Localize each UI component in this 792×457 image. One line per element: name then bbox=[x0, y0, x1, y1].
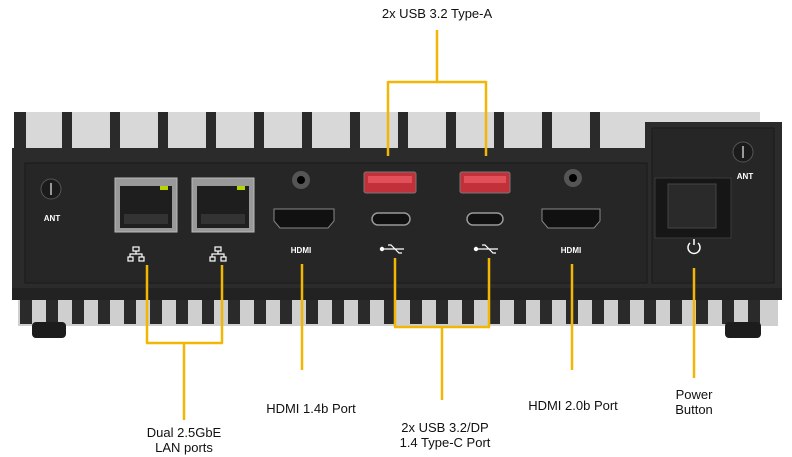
fin bbox=[280, 296, 292, 324]
usb-c-port bbox=[371, 212, 504, 226]
fin bbox=[150, 296, 162, 324]
fin bbox=[618, 296, 630, 324]
audio-jack bbox=[292, 169, 582, 189]
fin bbox=[410, 296, 422, 324]
power-button bbox=[654, 177, 732, 239]
callout-usb-c: 2x USB 3.2/DP 1.4 Type-C Port bbox=[399, 420, 491, 450]
fin bbox=[644, 296, 656, 324]
lan-port-1 bbox=[114, 177, 178, 233]
fin bbox=[592, 296, 604, 324]
ant-left-label: ANT bbox=[44, 214, 61, 223]
foot-right bbox=[725, 322, 761, 338]
fin bbox=[332, 296, 344, 324]
fin bbox=[124, 296, 136, 324]
foot-left bbox=[32, 322, 66, 338]
hdmi-port bbox=[273, 208, 601, 229]
fin bbox=[670, 296, 682, 324]
fin bbox=[228, 296, 240, 324]
fin bbox=[20, 296, 32, 324]
fin bbox=[540, 296, 552, 324]
top-heatsink-fins bbox=[14, 112, 760, 152]
fin bbox=[722, 296, 734, 324]
fin bbox=[306, 296, 318, 324]
network-icon bbox=[127, 246, 227, 262]
callout-lan: Dual 2.5GbE LAN ports bbox=[146, 425, 222, 455]
fin bbox=[202, 296, 214, 324]
fin bbox=[98, 296, 110, 324]
hdmi-right-label: HDMI bbox=[561, 246, 581, 255]
callout-hdmi-20: HDMI 2.0b Port bbox=[528, 398, 618, 413]
usb-a-port bbox=[363, 171, 511, 194]
callout-usb-a: 2x USB 3.2 Type-A bbox=[381, 6, 493, 21]
fin bbox=[254, 296, 266, 324]
fin bbox=[72, 296, 84, 324]
fin bbox=[514, 296, 526, 324]
hdmi-left-label: HDMI bbox=[291, 246, 311, 255]
fin bbox=[488, 296, 500, 324]
fin bbox=[176, 296, 188, 324]
fin bbox=[436, 296, 448, 324]
ant-right-label: ANT bbox=[737, 172, 754, 181]
bottom-heatsink-fins bbox=[18, 296, 778, 326]
fin bbox=[748, 296, 760, 324]
antenna-connector-icon bbox=[40, 141, 754, 200]
callout-hdmi-14: HDMI 1.4b Port bbox=[266, 401, 356, 416]
callout-power: Power Button bbox=[675, 387, 713, 417]
fin bbox=[384, 296, 396, 324]
fin bbox=[46, 296, 58, 324]
power-icon bbox=[687, 239, 701, 255]
fin bbox=[358, 296, 370, 324]
fin bbox=[696, 296, 708, 324]
callout-lines bbox=[145, 30, 696, 420]
lan-port-2 bbox=[191, 177, 255, 233]
fin bbox=[462, 296, 474, 324]
usb-icon bbox=[379, 244, 498, 254]
